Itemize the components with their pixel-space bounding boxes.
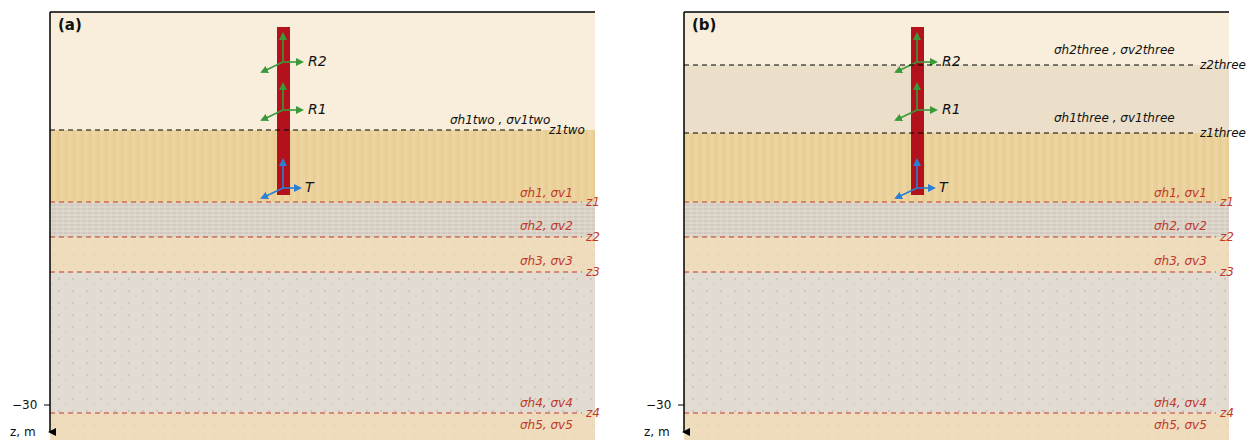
conductivity-label: σh2three , σv2three bbox=[1054, 44, 1175, 56]
receiver-label: R2 bbox=[308, 54, 327, 68]
conductivity-label: σh4, σv4 bbox=[1154, 397, 1207, 409]
axis-title: z, m bbox=[644, 426, 670, 438]
axis-tick-label: −30 bbox=[12, 399, 37, 411]
receiver-label: R1 bbox=[942, 102, 961, 116]
depth-label: z1two bbox=[549, 124, 585, 136]
transmitter-label: T bbox=[939, 180, 948, 194]
conductivity-label: σh3, σv3 bbox=[520, 255, 573, 267]
axis-title: z, m bbox=[10, 426, 36, 438]
conductivity-label: σh5, σv5 bbox=[520, 419, 573, 431]
depth-label: z4 bbox=[586, 407, 600, 419]
depth-label: z3 bbox=[1220, 266, 1234, 278]
receiver-label: R1 bbox=[308, 102, 327, 116]
depth-label: z1three bbox=[1200, 127, 1246, 139]
depth-label: z1 bbox=[586, 196, 600, 208]
conductivity-label: σh5, σv5 bbox=[1154, 419, 1207, 431]
conductivity-label: σh2, σv2 bbox=[1154, 220, 1207, 232]
panel-label: (b) bbox=[692, 18, 716, 33]
conductivity-label: σh1two , σv1two bbox=[450, 114, 550, 126]
depth-label: z4 bbox=[1220, 407, 1234, 419]
conductivity-label: σh3, σv3 bbox=[1154, 255, 1207, 267]
depth-label: z1 bbox=[1220, 196, 1234, 208]
conductivity-label: σh1three , σv1three bbox=[1054, 112, 1175, 124]
conductivity-label: σh1, σv1 bbox=[520, 187, 573, 199]
depth-label: z2 bbox=[1220, 231, 1234, 243]
conductivity-label: σh1, σv1 bbox=[1154, 187, 1207, 199]
depth-label: z3 bbox=[586, 266, 600, 278]
panel-label: (a) bbox=[58, 18, 82, 33]
depth-label: z2three bbox=[1200, 59, 1246, 71]
receiver-label: R2 bbox=[942, 54, 961, 68]
axis-tick-label: −30 bbox=[646, 399, 671, 411]
depth-label: z2 bbox=[586, 231, 600, 243]
transmitter-label: T bbox=[305, 180, 314, 194]
conductivity-label: σh2, σv2 bbox=[520, 220, 573, 232]
conductivity-label: σh4, σv4 bbox=[520, 397, 573, 409]
